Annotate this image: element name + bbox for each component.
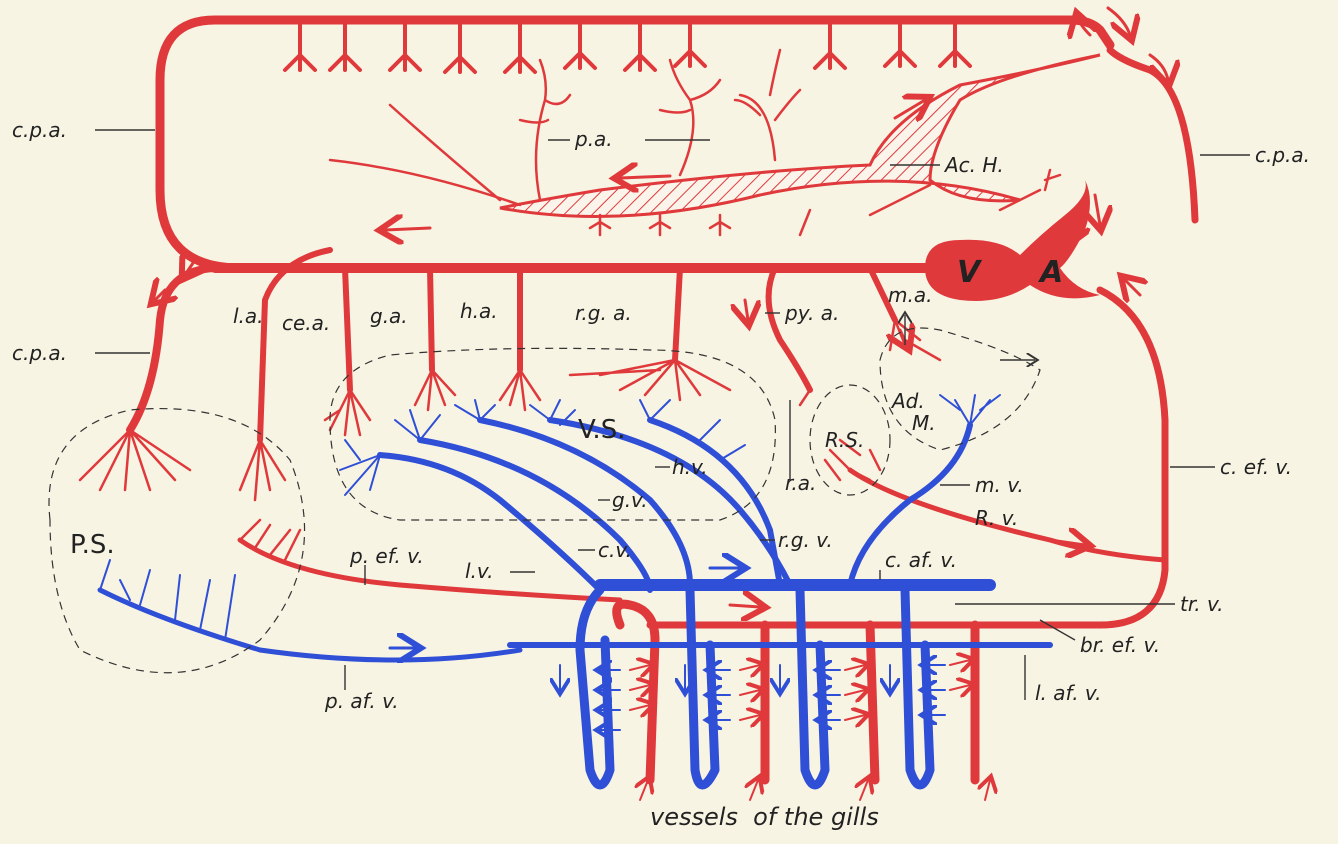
label-rgv: r.g. v. [778,528,833,552]
label-cpa-mid-left: c.p.a. [12,341,67,365]
label-ad: Ad. [890,389,925,413]
label-brefv: br. ef. v. [1080,633,1160,657]
label-ma: m.a. [888,283,932,307]
label-cafv: c. af. v. [885,548,957,572]
label-pa: p.a. [574,127,613,151]
pefv-vessel [240,540,620,600]
label-m: M. [912,411,936,435]
dorsal-branchlets [285,20,970,72]
cpa-right-vessel [1110,50,1195,220]
label-ga: g.a. [370,304,408,328]
label-rga: r.g. a. [575,301,632,325]
label-cpa-right: c.p.a. [1255,143,1310,167]
gill-efferent-vessels [617,604,975,780]
label-cv: c.v. [598,538,632,562]
label-rv: R. v. [975,506,1018,530]
label-trv: tr. v. [1180,592,1224,616]
label-pefv: p. ef. v. [349,544,424,568]
label-lv: l.v. [465,559,493,583]
label-rs: R.S. [825,428,864,452]
label-mv: m. v. [975,473,1024,497]
la-vessel [260,250,330,440]
label-la: l.a. [233,304,264,328]
label-ha: h.a. [460,299,498,323]
pafv-vessel [100,590,520,660]
label-hv: h.v. [672,455,708,479]
artery-network [80,8,1195,780]
label-pafv: p. af. v. [324,689,399,713]
label-atrium: A [1038,255,1063,290]
label-ra: r.a. [785,471,816,495]
cpa-left-lower-vessel [130,268,215,430]
gill-blue-arrows [560,665,945,730]
label-vs: V.S. [578,415,625,445]
label-gv: g.v. [612,488,648,512]
vs-region [330,348,775,520]
label-pya: py. a. [784,301,839,325]
label-ach: Ac. H. [943,153,1004,177]
label-ps: P.S. [70,530,115,560]
label-cpa-top-left: c.p.a. [12,118,67,142]
label-cefv: c. ef. v. [1220,455,1292,479]
caption: vessels of the gills [650,803,879,831]
label-cea: ce.a. [282,311,330,335]
label-ventricle: V [957,255,983,290]
label-lafv: l. af. v. [1035,681,1102,705]
